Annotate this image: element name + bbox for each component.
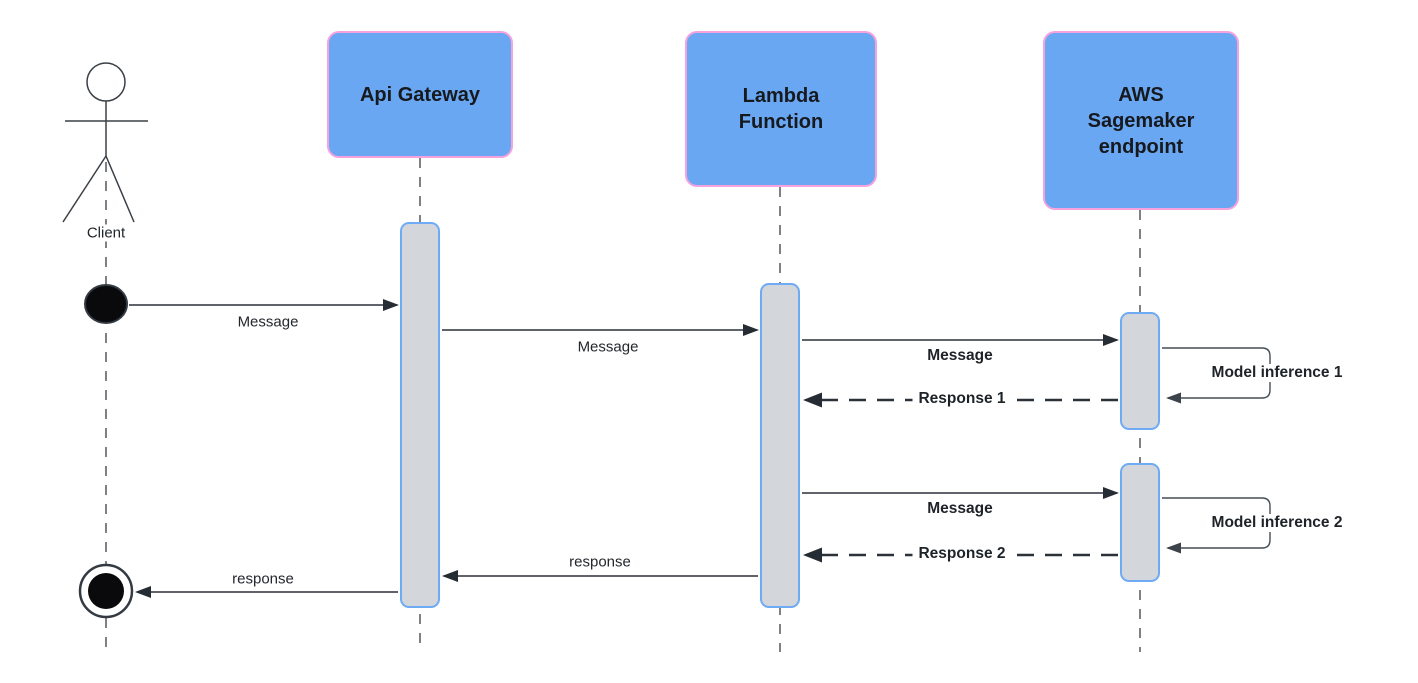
message-label-1: Message [237, 313, 299, 331]
participant-api-gateway: Api Gateway [327, 31, 513, 158]
message-label-2: Message [577, 338, 639, 356]
actor-right-leg [105, 155, 135, 223]
actor-left-leg [62, 155, 107, 223]
response-label-apigateway: response [232, 570, 294, 588]
message-label-3: Message [927, 347, 993, 364]
end-node [78, 563, 134, 619]
actor-head [86, 62, 126, 102]
participant-lambda-function: Lambda Function [685, 31, 877, 187]
participant-api-gateway-label: Api Gateway [359, 83, 481, 106]
end-node-dot [88, 573, 124, 609]
response-1-label: Response 1 [912, 390, 1012, 408]
activation-sagemaker-1 [1120, 312, 1160, 430]
participant-lambda-function-label: Lambda Function [738, 85, 824, 133]
actor-client-icon [62, 62, 148, 223]
start-node [84, 284, 128, 324]
model-inference-1-label: Model inference 1 [1205, 364, 1349, 382]
activation-lambda [760, 283, 800, 608]
message-label-4: Message [927, 500, 993, 517]
participant-aws-sagemaker-endpoint: AWS Sagemaker endpoint [1043, 31, 1239, 210]
activation-api-gateway [400, 222, 440, 608]
model-inference-2-label: Model inference 2 [1205, 514, 1349, 532]
response-label-lambda: response [569, 553, 631, 571]
actor-client-label: Client [83, 224, 129, 242]
participant-aws-sagemaker-endpoint-label: AWS Sagemaker endpoint [1087, 83, 1195, 158]
activation-sagemaker-2 [1120, 463, 1160, 582]
response-2-label: Response 2 [912, 545, 1012, 563]
